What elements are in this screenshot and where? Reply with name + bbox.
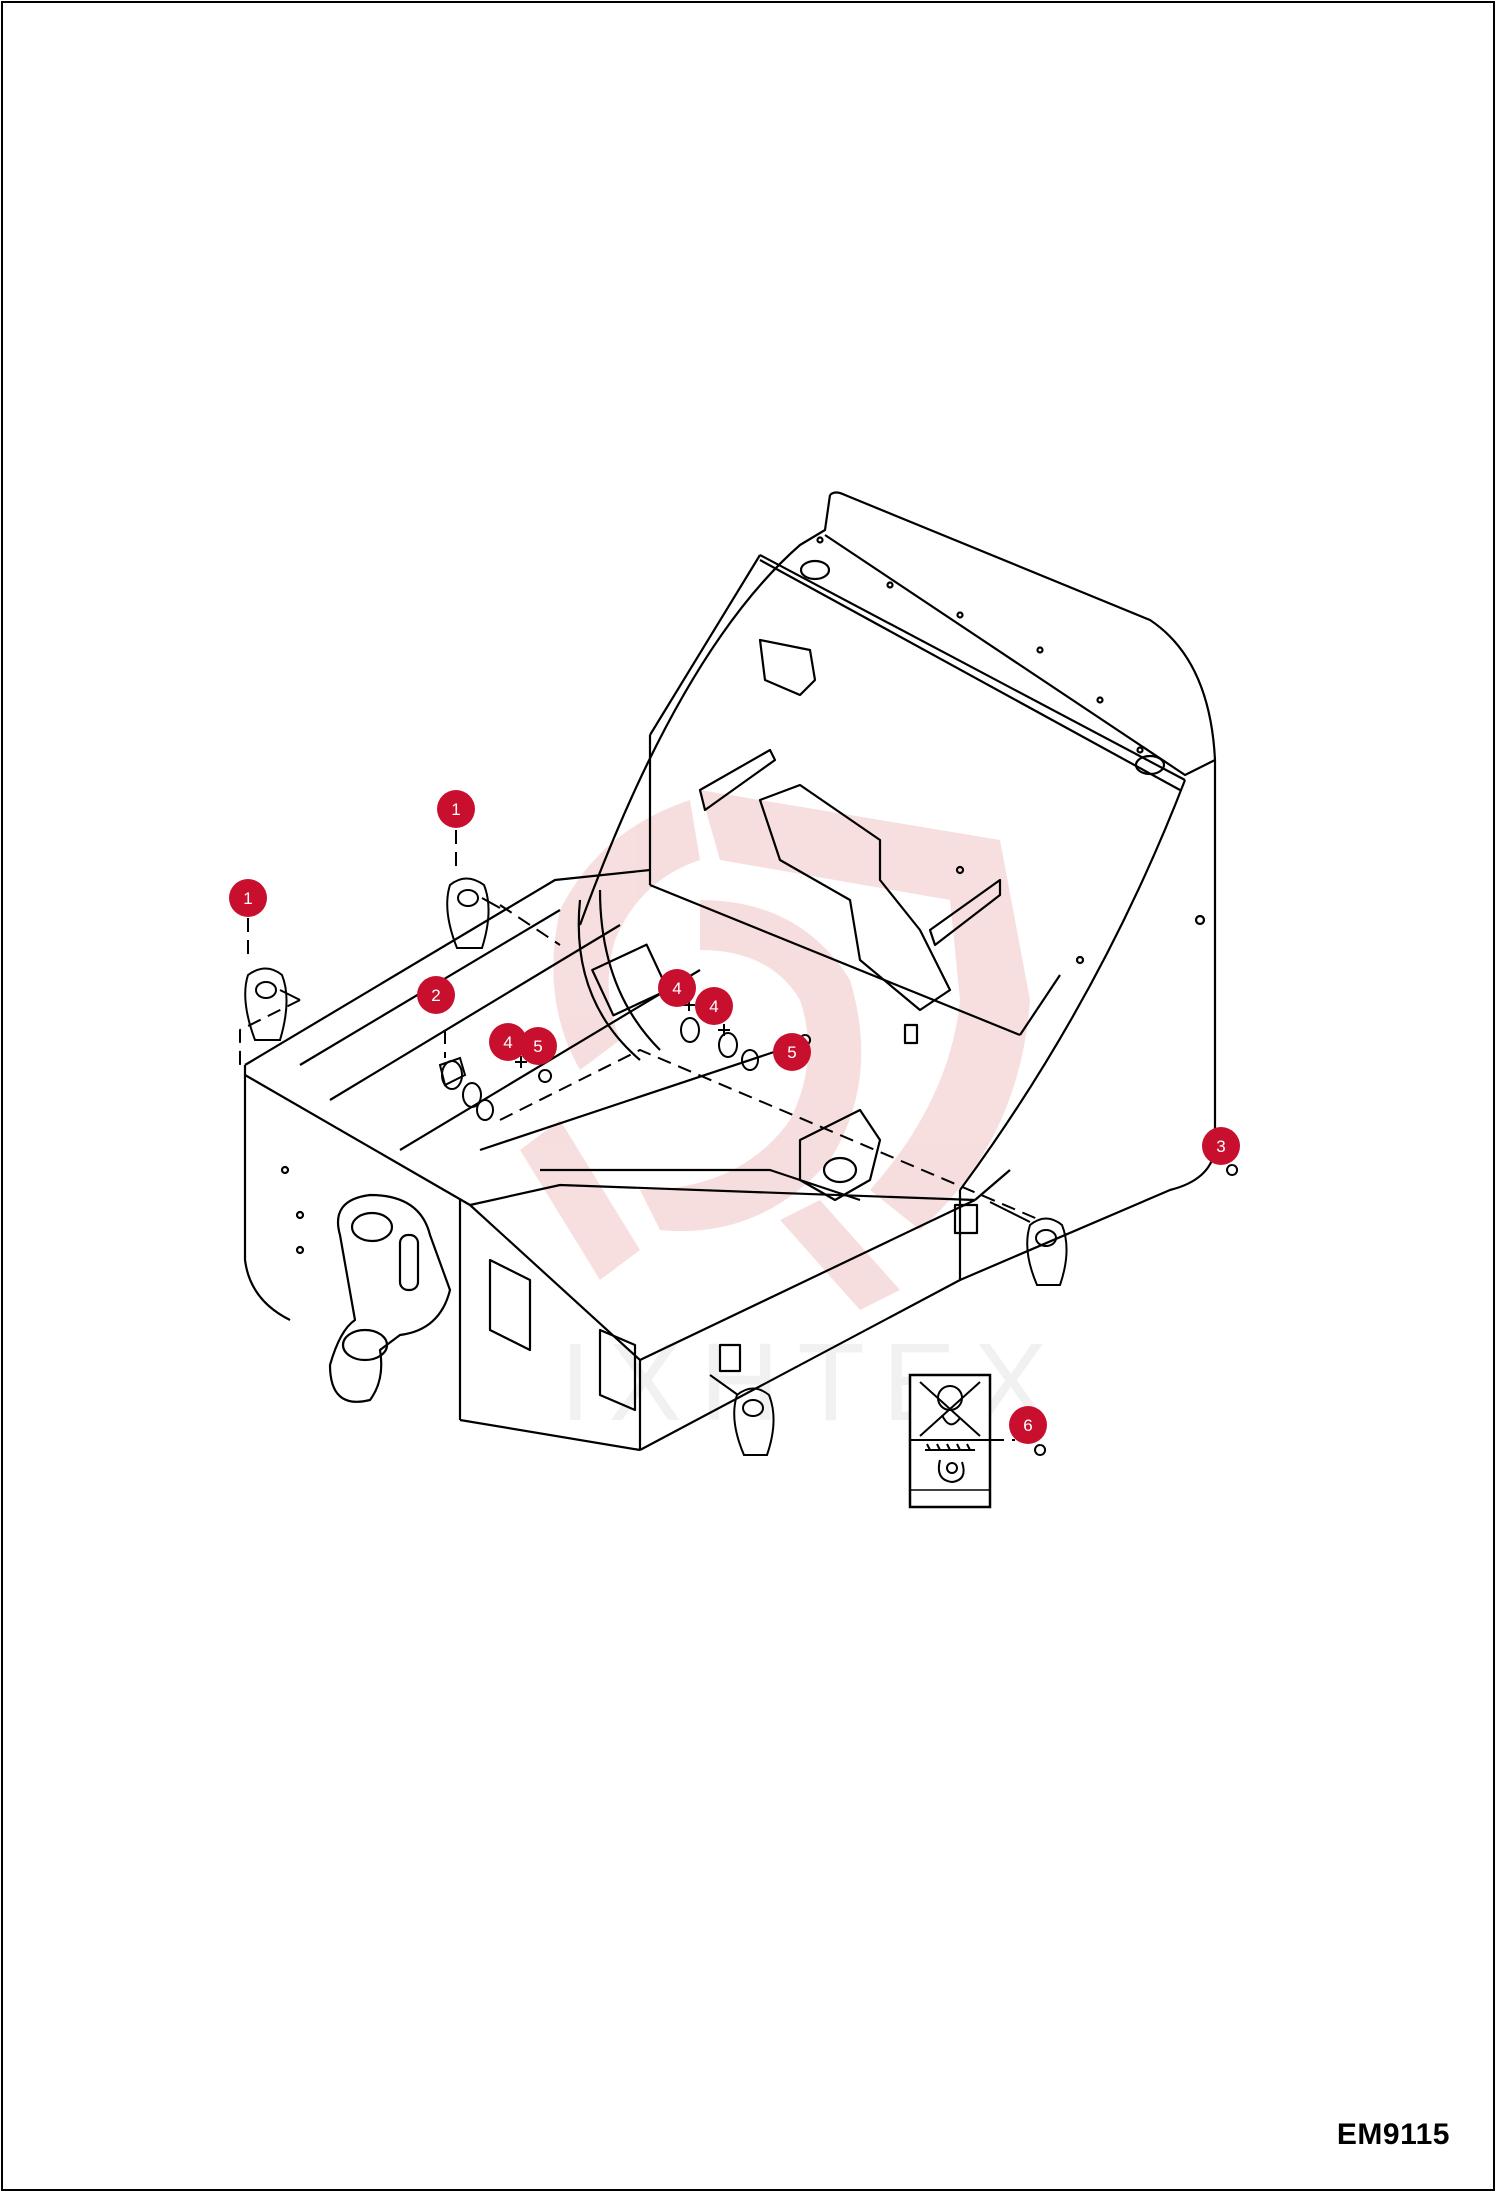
washer-a [462,1082,482,1108]
callouts: 1 1 2 3 4 4 4 5 [229,790,1240,1444]
svg-text:5: 5 [787,1043,796,1062]
callout-6: 6 [1009,1406,1047,1444]
plate-part-2 [438,1056,467,1090]
tie-down-icon [925,1443,975,1484]
callout-4-center: 4 [658,969,696,1007]
callout-3: 3 [1202,1127,1240,1165]
callout-2: 2 [417,976,455,1014]
callout-1-upper: 1 [437,790,475,828]
callout-4-right: 4 [695,987,733,1025]
warning-decal [908,1373,992,1509]
screw-d [1034,1444,1047,1456]
drawing-id: EM9115 [1336,2118,1450,2151]
callout-4-left: 4 [489,1023,527,1061]
washer-b [680,1017,700,1043]
svg-text:4: 4 [672,979,681,998]
svg-text:1: 1 [243,889,252,908]
tie-down-loop-rear [989,1201,1068,1286]
tie-down-loop-left [244,967,301,1041]
screw-c [1226,1164,1239,1176]
leader-lines [239,830,1233,1441]
callout-5-left: 5 [519,1027,557,1065]
callout-5-right: 5 [773,1033,811,1071]
callout-1-left: 1 [229,879,267,917]
main-frame [243,491,1217,1452]
no-lifting-icon [919,1381,981,1437]
washer-c [718,1032,738,1058]
tie-down-loop-upper [446,877,501,949]
svg-text:5: 5 [533,1037,542,1056]
nut-a [476,1099,494,1121]
tie-down-loop-parts [244,877,1239,1456]
svg-text:2: 2 [431,986,440,1005]
screw-a [538,1069,553,1083]
svg-text:3: 3 [1216,1137,1225,1156]
svg-text:4: 4 [503,1033,512,1052]
svg-text:6: 6 [1023,1416,1032,1435]
watermark-logo: IXHTEX [520,790,1047,1444]
svg-text:1: 1 [451,800,460,819]
svg-text:4: 4 [709,997,718,1016]
nut-b [741,1049,759,1071]
tie-down-loop-front [709,1374,775,1456]
